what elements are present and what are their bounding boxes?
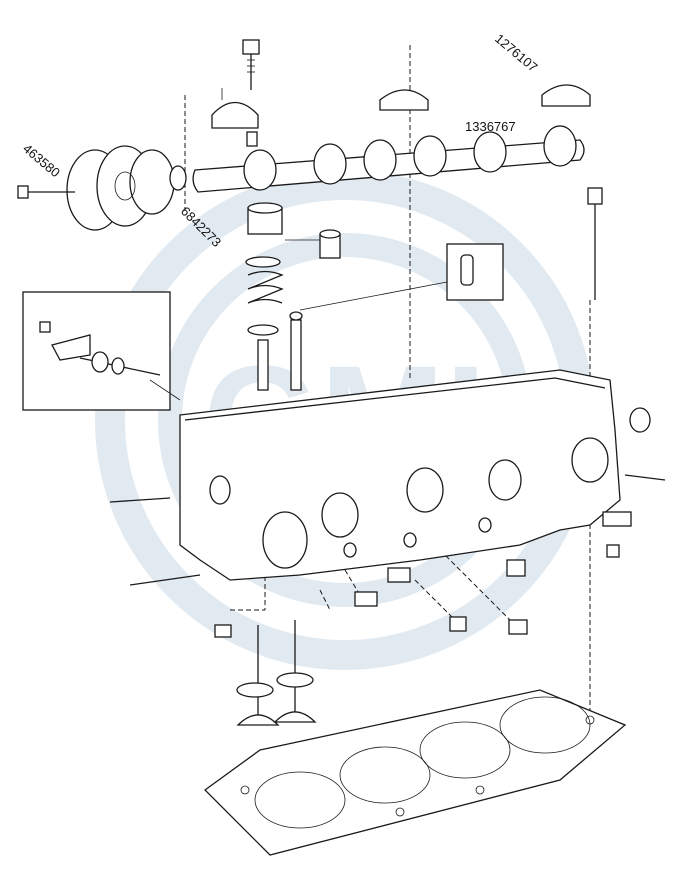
label-1276107: 1276107 (492, 31, 540, 75)
valves (236, 620, 317, 726)
valve-train-stack (245, 202, 303, 391)
top-stud-nut (242, 39, 260, 147)
tappet (285, 229, 341, 259)
cylinder-head (179, 369, 651, 581)
inset-guide-box (299, 243, 504, 311)
camshaft (192, 125, 585, 193)
head-studs-bolts (109, 187, 666, 638)
bearing-cap-1 (211, 88, 259, 129)
cam-pulley (17, 145, 187, 231)
head-gasket (204, 689, 627, 856)
inset-bracket-box (22, 291, 181, 411)
bearing-cap-2 (379, 89, 429, 111)
label-1336767: 1336767 (465, 119, 516, 134)
label-463580: 463580 (20, 141, 63, 180)
bearing-cap-3 (541, 84, 591, 107)
